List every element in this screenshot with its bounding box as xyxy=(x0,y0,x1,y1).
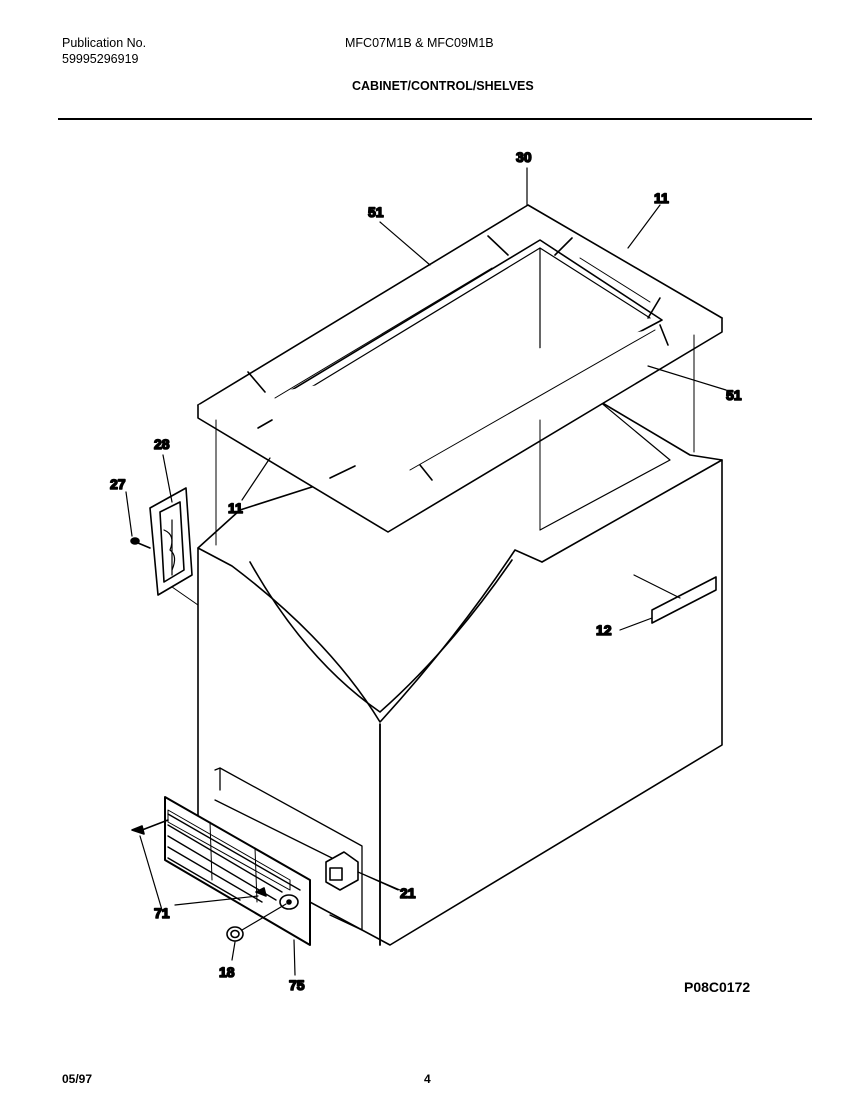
callout-12: 12 xyxy=(596,622,612,638)
control-knob xyxy=(226,926,244,942)
alignment-lines xyxy=(161,334,695,606)
thermostat xyxy=(325,851,399,891)
callout-11-top: 11 xyxy=(654,190,669,206)
publication-label: Publication No. xyxy=(62,36,147,50)
hinge-screw xyxy=(130,537,151,549)
callout-18: 18 xyxy=(219,964,235,980)
callout-labels: 30 51 11 51 28 27 11 12 21 71 18 75 xyxy=(109,148,742,994)
callout-71: 71 xyxy=(154,905,170,921)
grille-screws xyxy=(131,819,267,897)
callout-30: 30 xyxy=(516,149,532,165)
callout-21: 21 xyxy=(400,885,416,901)
callout-75: 75 xyxy=(289,977,305,993)
grille-panel xyxy=(164,796,311,946)
machine-compartment xyxy=(214,767,363,931)
callout-51-top: 51 xyxy=(368,204,384,220)
publication-number: 59995296919 xyxy=(62,52,139,66)
model-numbers: MFC07M1B & MFC09M1B xyxy=(345,36,494,50)
header-rule xyxy=(58,118,812,120)
hinge-part xyxy=(149,487,193,596)
callout-11-left: 11 xyxy=(228,500,243,516)
callout-51-right: 51 xyxy=(726,387,742,403)
callout-27: 27 xyxy=(110,476,126,492)
callout-28: 28 xyxy=(154,436,170,452)
serial-plate xyxy=(633,574,717,624)
section-title: CABINET/CONTROL/SHELVES xyxy=(352,79,534,93)
leader-lines xyxy=(125,167,727,976)
figure-code: P08C0172 xyxy=(684,979,751,995)
breaker-frame xyxy=(197,204,723,533)
footer-page-number: 4 xyxy=(424,1072,431,1086)
footer-date: 05/97 xyxy=(62,1072,93,1086)
